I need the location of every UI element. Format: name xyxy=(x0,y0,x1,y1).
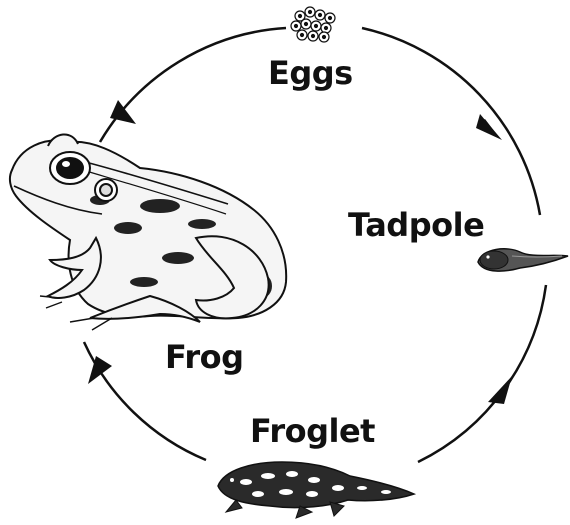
froglet-icon xyxy=(218,462,414,518)
stage-label-eggs: Eggs xyxy=(268,54,353,92)
arrowhead-icon xyxy=(88,356,112,384)
stage-label-tadpole: Tadpole xyxy=(348,206,484,244)
arc-eggs-to-tadpole xyxy=(362,28,540,215)
stage-label-froglet: Froglet xyxy=(250,412,375,450)
eggs-icon xyxy=(291,7,335,42)
stage-label-frog: Frog xyxy=(165,338,243,376)
arc-frog-to-eggs xyxy=(100,28,286,142)
arrowhead-icon xyxy=(488,376,512,404)
tadpole-icon xyxy=(478,249,568,271)
frog-icon xyxy=(10,134,286,330)
arc-tadpole-to-froglet xyxy=(418,285,546,462)
